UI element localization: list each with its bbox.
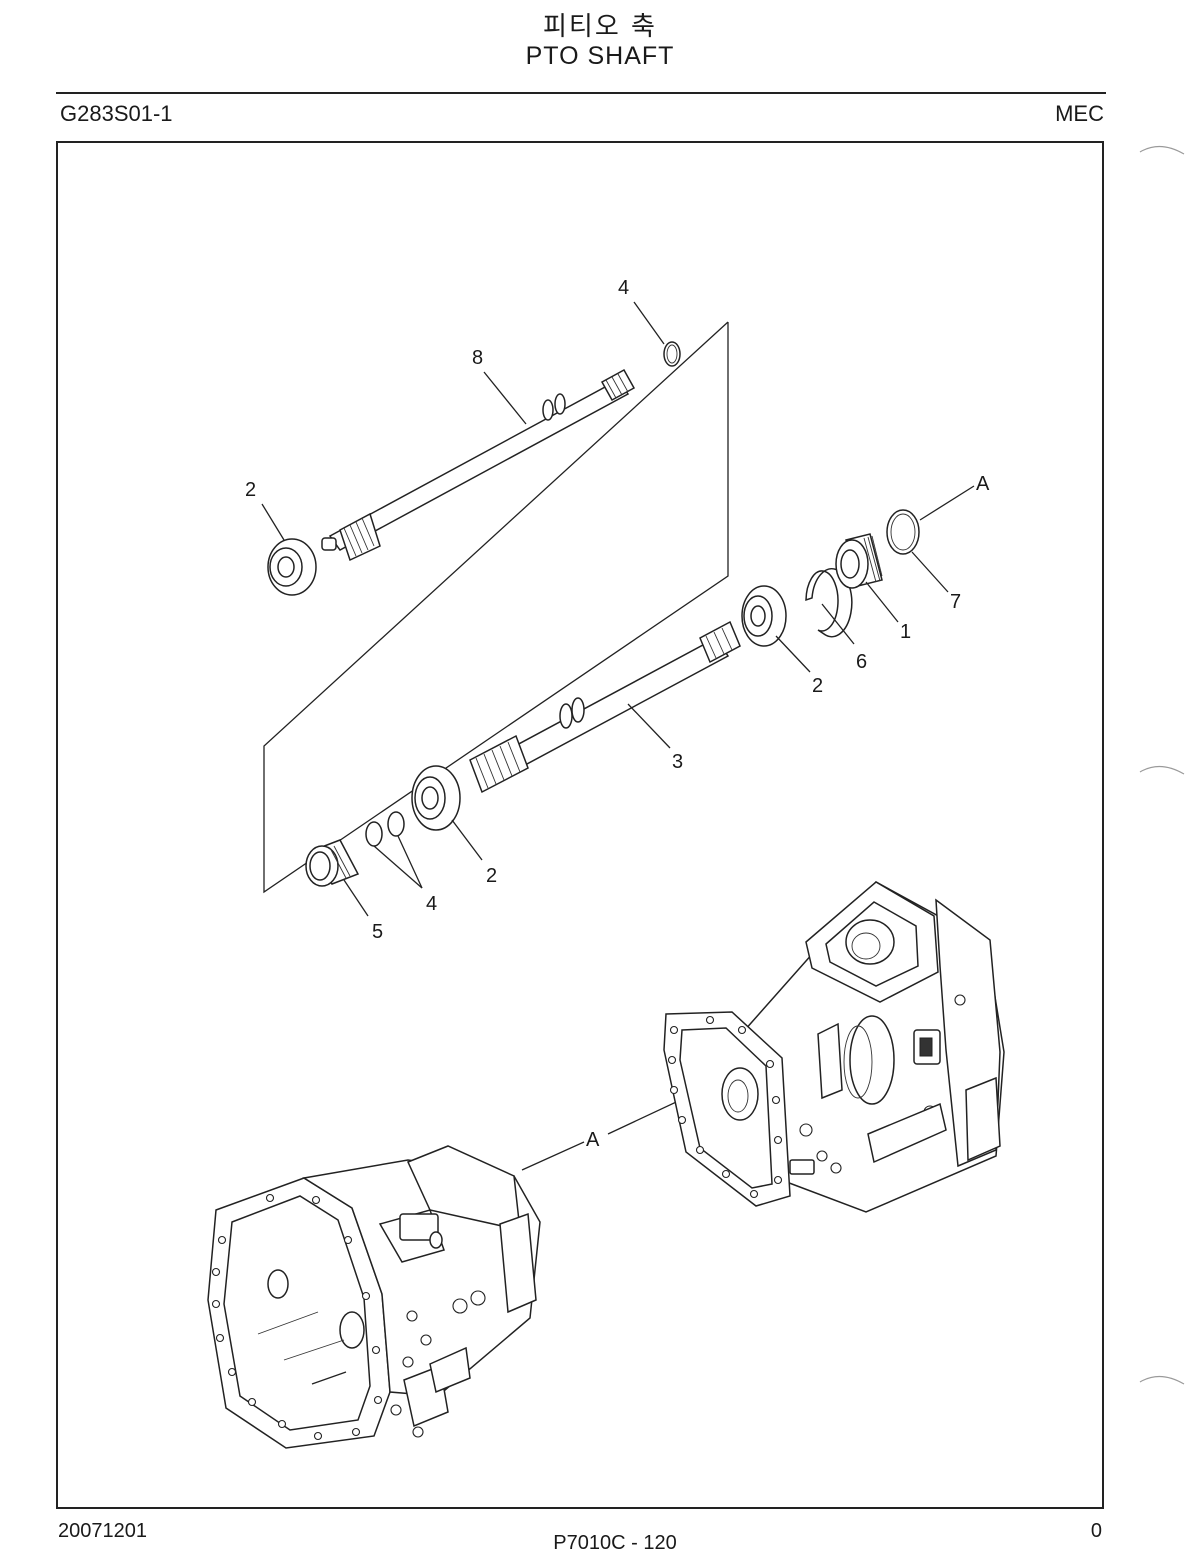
page-title-korean: 피티오 축 <box>543 12 657 42</box>
header-rule <box>56 92 1106 94</box>
issue-date: 20071201 <box>58 1520 147 1542</box>
ball-bearing-icon <box>835 533 883 589</box>
callout-4-top: 4 <box>618 277 629 299</box>
snap-ring-icon <box>663 341 681 367</box>
ball-bearing-icon <box>267 538 317 596</box>
callout-4-bottom: 4 <box>426 893 437 915</box>
callout-6: 6 <box>856 651 867 673</box>
group-bracket <box>263 321 729 894</box>
transmission-case-icon <box>663 881 1005 1213</box>
callout-2-lower: 2 <box>486 865 497 887</box>
callout-2-middle: 2 <box>812 675 823 697</box>
binder-mark <box>1139 145 1185 155</box>
ball-bearing-icon <box>411 765 461 831</box>
transmission-case-icon <box>207 1145 541 1449</box>
page-title-english: PTO SHAFT <box>525 42 675 70</box>
model-page-number: P7010C - 120 <box>553 1532 677 1554</box>
callout-5: 5 <box>372 921 383 943</box>
callout-1: 1 <box>900 621 911 643</box>
revision-number: 0 <box>1090 1520 1102 1542</box>
callout-7: 7 <box>950 591 961 613</box>
callout-8: 8 <box>472 347 483 369</box>
callout-A-right: A <box>976 473 990 495</box>
callout-A-housing: A <box>586 1129 600 1151</box>
sleeve-collar-icon <box>305 839 360 887</box>
maker-code: MEC <box>1055 101 1104 126</box>
callout-2-upper: 2 <box>245 479 256 501</box>
callout-3: 3 <box>672 751 683 773</box>
binder-mark <box>1139 765 1185 775</box>
page-code: G283S01-1 <box>60 101 173 126</box>
snap-ring-icon <box>886 509 920 555</box>
snap-ring-icon <box>365 811 405 847</box>
pto-shaft-icon <box>469 620 741 794</box>
ball-bearing-icon <box>741 585 787 647</box>
pto-shaft-icon <box>321 368 636 562</box>
binder-mark <box>1139 1375 1185 1385</box>
diagram-frame <box>56 141 1104 1509</box>
snap-ring-icon <box>805 567 853 638</box>
